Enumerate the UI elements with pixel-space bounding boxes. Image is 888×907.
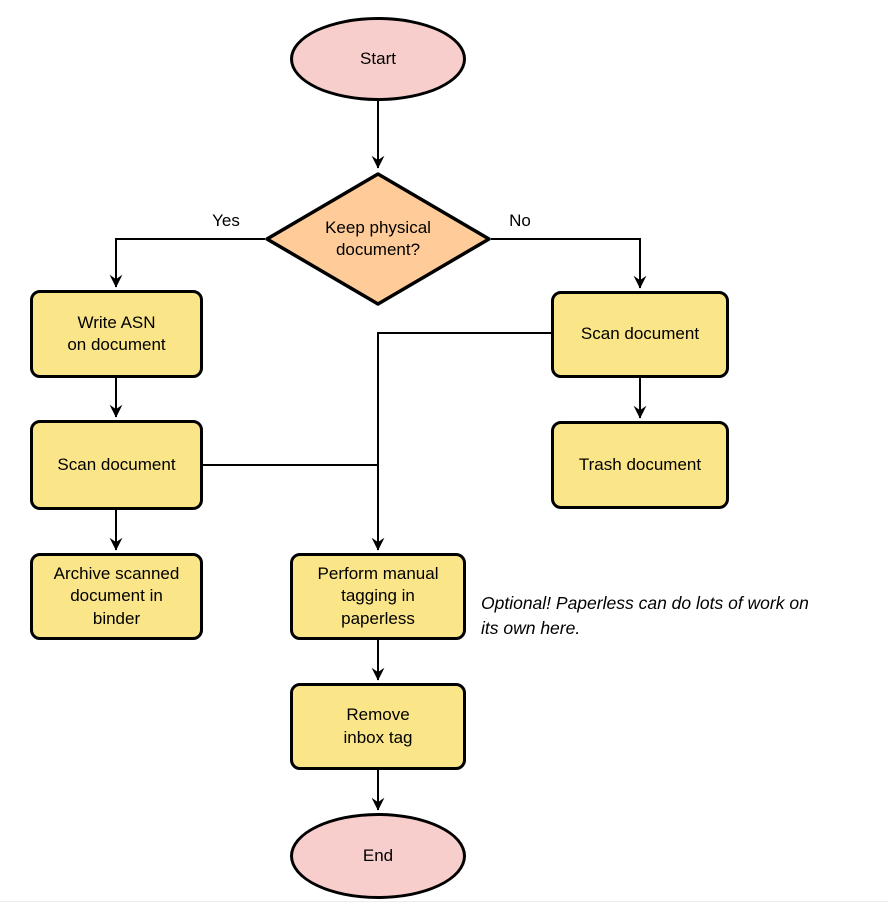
optional-note: Optional! Paperless can do lots of work … xyxy=(481,591,885,641)
node-archive-label-line1: Archive scanned xyxy=(53,564,180,584)
node-perform-tagging-label-line3: paperless xyxy=(341,608,415,628)
edge-decision-yes-to-write-asn xyxy=(109,238,265,288)
node-decision-label-line2: document? xyxy=(335,240,421,259)
node-trash-label: Trash document xyxy=(578,454,702,474)
node-trash: Trash document xyxy=(551,421,729,509)
node-decision: Keep physical document? xyxy=(280,204,476,274)
node-decision-label-line1: Keep physical xyxy=(325,217,431,237)
optional-note-line1: Optional! Paperless can do lots of work … xyxy=(481,593,809,613)
node-write-asn-label-line1: Write ASN xyxy=(77,312,156,332)
node-remove-inbox: Remove inbox tag xyxy=(290,683,466,770)
node-perform-tagging: Perform manual tagging in paperless xyxy=(290,553,466,640)
node-scan-left: Scan document xyxy=(30,420,203,510)
node-scan-right: Scan document xyxy=(551,291,729,378)
edge-label-no: No xyxy=(509,211,531,230)
node-remove-inbox-label-line2: inbox tag xyxy=(343,727,413,747)
node-archive: Archive scanned document in binder xyxy=(30,553,203,640)
node-start: Start xyxy=(290,17,466,101)
node-write-asn-label-line2: on document xyxy=(67,335,166,354)
decision-diamond-shape xyxy=(265,172,491,306)
node-end: End xyxy=(290,813,466,899)
page-bottom-divider xyxy=(0,901,888,902)
edge-label-yes: Yes xyxy=(212,211,240,230)
node-start-label: Start xyxy=(360,48,396,68)
optional-note-line2: its own here. xyxy=(481,617,581,638)
node-write-asn: Write ASN on document xyxy=(30,290,203,378)
node-archive-label-line3: binder xyxy=(92,608,141,628)
edge-scan-right-to-perform-tagging xyxy=(371,332,552,551)
edge-decision-no-to-scan-right xyxy=(491,238,647,289)
node-end-label: End xyxy=(362,845,394,865)
node-perform-tagging-label-line2: tagging in xyxy=(341,586,415,606)
node-remove-inbox-label-line1: Remove xyxy=(346,705,410,725)
node-archive-label-line2: document in xyxy=(70,586,163,606)
node-perform-tagging-label-line1: Perform manual xyxy=(317,564,439,584)
node-scan-right-label: Scan document xyxy=(580,324,700,344)
node-scan-left-label: Scan document xyxy=(57,454,176,474)
